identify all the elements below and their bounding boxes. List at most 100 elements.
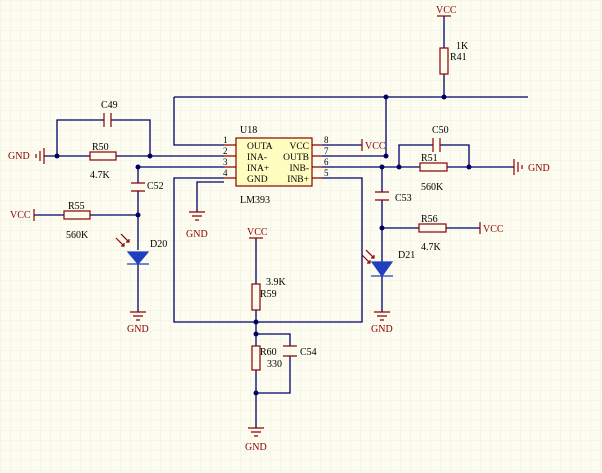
wire-outa-loop: [173, 97, 224, 146]
resistor-body: [418, 223, 447, 233]
capacitor-ref: C54: [300, 347, 317, 358]
resistor-r51[interactable]: R51 560K: [419, 153, 448, 193]
gnd-label: GND: [186, 229, 208, 240]
resistor-ref: R51: [421, 153, 438, 164]
capacitor-ref: C53: [395, 193, 412, 204]
capacitor-ref: C50: [432, 125, 449, 136]
junction: [441, 94, 447, 100]
gnd-label: GND: [245, 442, 267, 453]
diode-ref: D21: [398, 250, 415, 261]
gnd-label: GND: [528, 163, 550, 174]
ic-ref: U18: [240, 125, 257, 136]
ic-body: [235, 137, 313, 187]
ic-pin-number: 3: [223, 157, 228, 167]
diode-d21[interactable]: D21: [361, 249, 415, 278]
wire-pin4: [196, 181, 224, 212]
gnd-label: GND: [371, 324, 393, 335]
junction: [253, 390, 259, 396]
resistor-r56[interactable]: R56 4.7K: [418, 214, 447, 253]
capacitor-c49[interactable]: C49: [101, 100, 118, 127]
ic-pin-name: INB+: [287, 175, 309, 185]
junction: [379, 164, 385, 170]
resistor-r41[interactable]: 1K R41: [439, 41, 469, 75]
ic-part: LM393: [240, 195, 270, 206]
ic-pin-number: 2: [223, 146, 228, 156]
wire-c49-loop: [56, 119, 151, 156]
resistor-value: 560K: [421, 182, 444, 193]
ic-pin-number: 6: [324, 157, 329, 167]
ic-pin-name: INA+: [247, 164, 269, 174]
gnd-label: GND: [127, 324, 149, 335]
ic-pin-name: OUTA: [247, 142, 273, 152]
gnd-symbol-d21: GND: [371, 311, 393, 335]
ic-pin-number: 8: [324, 135, 329, 145]
resistor-value: 1K: [456, 41, 469, 52]
resistor-r50[interactable]: R50 4.7K: [89, 142, 117, 181]
junction: [383, 94, 389, 100]
wire-pin5: [173, 177, 363, 323]
gnd-label: GND: [8, 151, 30, 162]
ic-pin-name: GND: [247, 175, 268, 185]
resistor-body: [251, 283, 261, 311]
capacitor-ref: C49: [101, 100, 118, 111]
resistor-body: [419, 162, 448, 172]
capacitor-plates: [283, 345, 297, 357]
capacitor-c52[interactable]: C52: [131, 181, 164, 192]
resistor-r60[interactable]: R60 330: [251, 345, 282, 371]
ic-pin-name: VCC: [289, 142, 309, 152]
capacitor-ref: C52: [147, 181, 164, 192]
gnd-lines: [374, 311, 390, 321]
diode-d20[interactable]: D20: [115, 233, 167, 265]
diode-ref: D20: [150, 239, 167, 250]
ic-pin-number: 4: [223, 168, 228, 178]
gnd-symbol-bottom: GND: [245, 427, 267, 453]
ic-pin-stubs: [224, 144, 322, 179]
ic-pin-number: 7: [324, 146, 329, 156]
resistor-value: 4.7K: [90, 170, 111, 181]
capacitor-c53[interactable]: C53: [375, 191, 412, 204]
wires: [34, 16, 528, 428]
diode-triangle: [126, 251, 150, 265]
resistor-value: 330: [267, 359, 282, 370]
resistor-ref: R41: [450, 52, 467, 63]
vcc-label: VCC: [436, 5, 457, 16]
junction: [147, 153, 153, 159]
junction: [135, 164, 141, 170]
junction: [396, 164, 402, 170]
junction: [379, 225, 385, 231]
capacitor-plates: [103, 113, 112, 127]
resistor-ref: R56: [421, 214, 438, 225]
ic-pin-number: 5: [324, 168, 329, 178]
resistor-body: [89, 151, 117, 161]
capacitor-c50[interactable]: C50: [432, 125, 449, 152]
vcc-label: VCC: [365, 141, 386, 152]
ic-pin-number: 1: [223, 135, 228, 145]
ic-u18[interactable]: U18 LM393 1 2 3 4 OUTA INA- INA+ GND 8 7…: [223, 125, 329, 206]
capacitor-plates: [432, 138, 441, 152]
junction: [253, 319, 259, 325]
wire-r60-loop: [256, 333, 291, 394]
vcc-label: VCC: [247, 227, 268, 238]
junction: [54, 153, 60, 159]
capacitor-plates: [131, 182, 145, 192]
diode-light-arrows: [361, 249, 375, 264]
ic-pin-name: INA-: [247, 153, 267, 163]
diode-triangle: [370, 261, 394, 278]
gnd-lines: [248, 427, 264, 437]
capacitor-c54[interactable]: C54: [283, 345, 317, 358]
resistor-ref: R55: [68, 201, 85, 212]
vcc-label: VCC: [10, 210, 31, 221]
resistor-body: [63, 210, 91, 220]
gnd-lines: [130, 311, 146, 321]
resistor-value: 4.7K: [421, 242, 442, 253]
vcc-symbol-r56: VCC: [479, 222, 504, 235]
resistor-ref: R60: [260, 347, 277, 358]
gnd-lines: [513, 159, 523, 175]
gnd-symbol-left: GND: [8, 148, 45, 164]
vcc-symbol-r59: VCC: [247, 227, 268, 239]
gnd-symbol-right: GND: [513, 159, 550, 175]
resistor-r59[interactable]: 3.9K R59: [251, 277, 287, 311]
resistor-r55[interactable]: R55 560K: [63, 201, 91, 241]
